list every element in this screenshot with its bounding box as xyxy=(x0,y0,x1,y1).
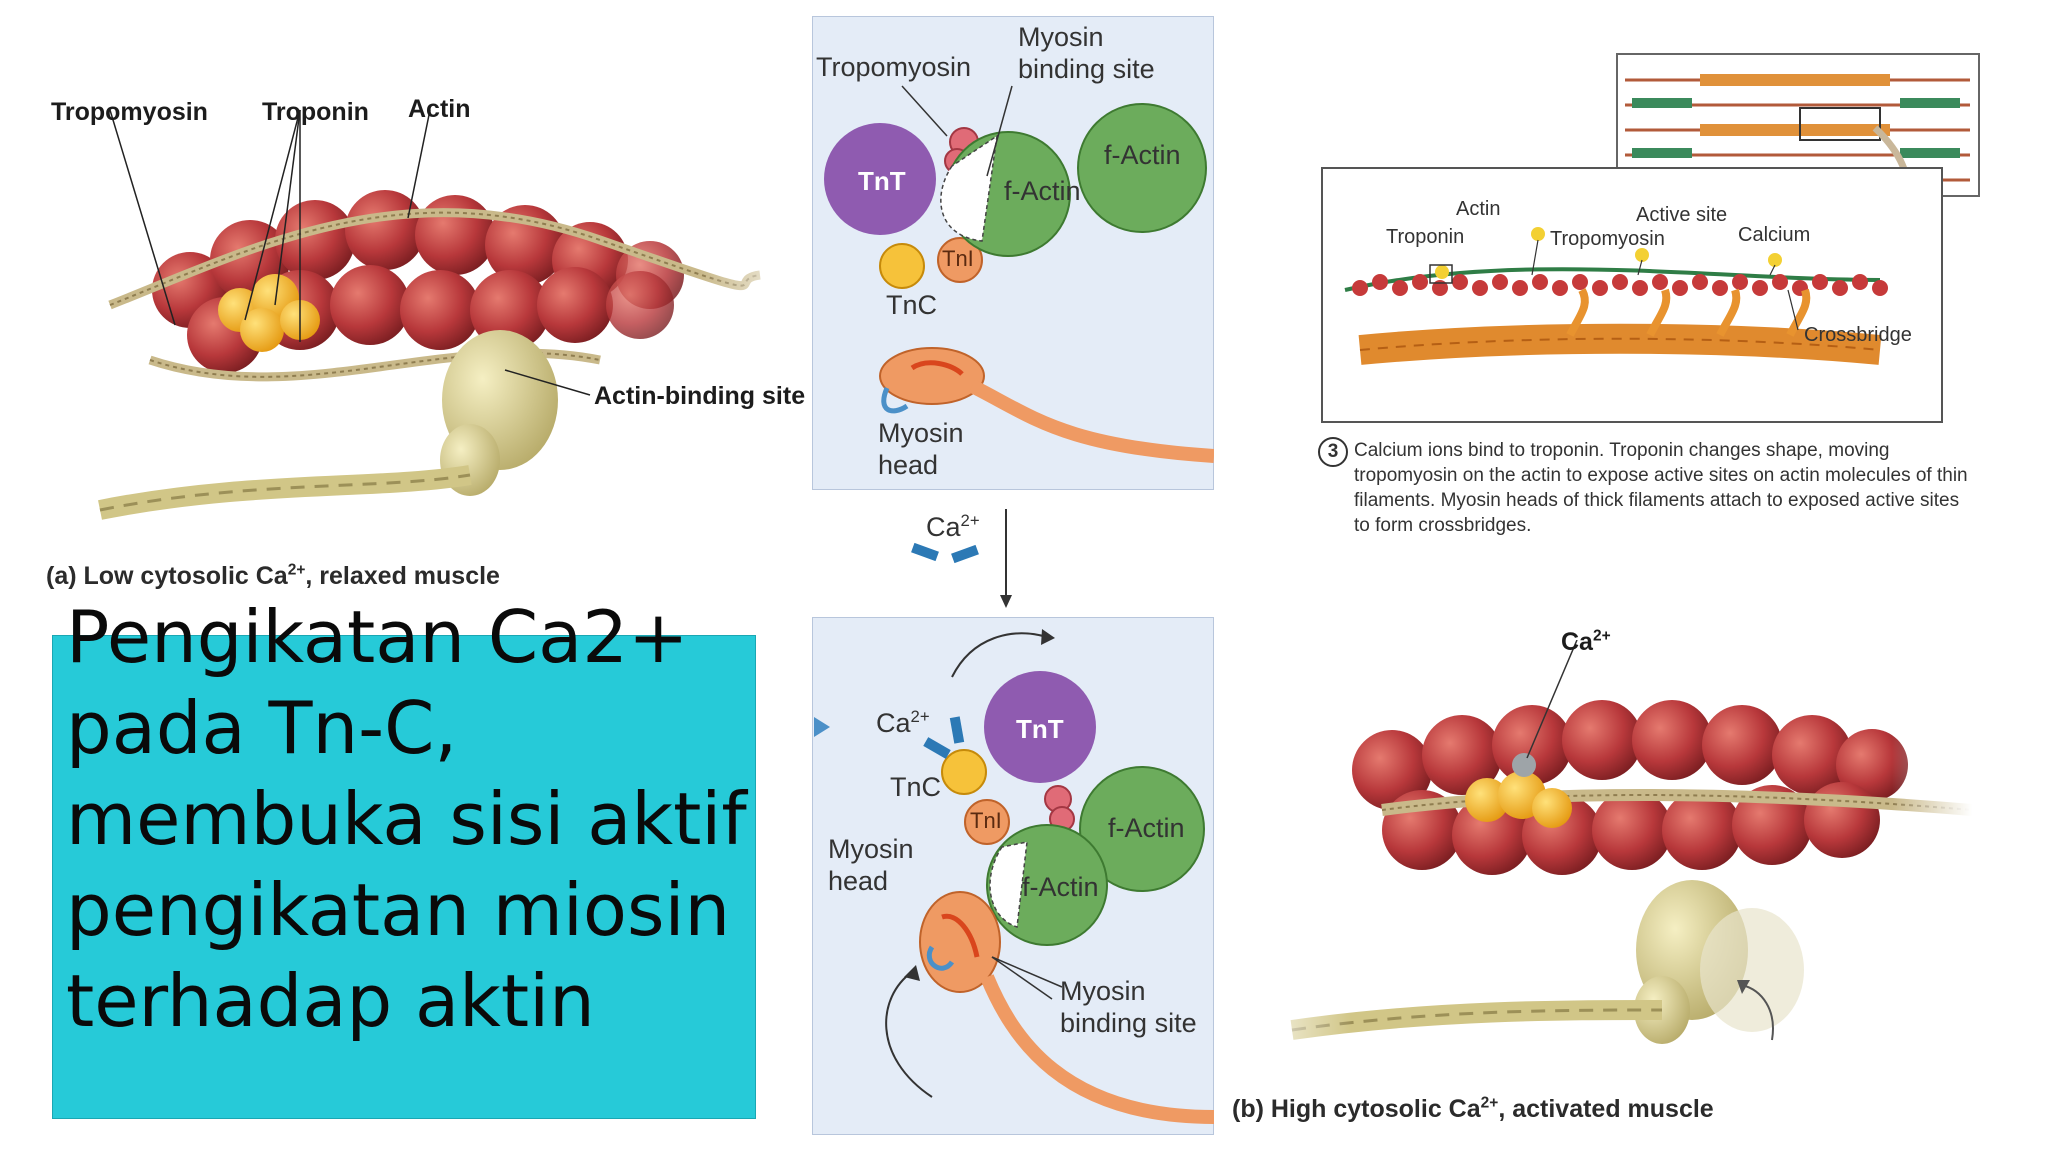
label-calcium-r: Calcium xyxy=(1738,224,1811,246)
thick-filament xyxy=(1358,288,1882,365)
panel-b-activated-muscle-diagram xyxy=(1232,640,1972,1090)
label-tnc-cb: TnC xyxy=(890,772,942,802)
label-myosin-binding-ct-2: binding site xyxy=(1018,54,1155,84)
calcium-ions xyxy=(1435,227,1782,279)
label-ca-b: Ca2+ xyxy=(1561,627,1611,656)
myosin-head xyxy=(919,891,1214,1124)
label-myosin-head-cb-1: Myosin xyxy=(828,834,914,864)
tnt-subunit xyxy=(984,671,1096,783)
right-top-diagram xyxy=(1321,53,1980,423)
label-myosin-binding-ct-1: Myosin xyxy=(1018,22,1104,52)
center-bottom-diagram xyxy=(812,617,1214,1135)
label-tnt-cb: TnT xyxy=(1016,714,1064,744)
label-tni-ct: TnI xyxy=(942,246,974,271)
label-myosin-head-ct-2: head xyxy=(878,450,939,480)
tnc-subunit xyxy=(941,749,987,795)
troponin-complex xyxy=(1465,753,1572,828)
label-tnc-ct: TnC xyxy=(886,290,938,320)
thin-filament xyxy=(1344,267,1888,296)
label-tropomyosin-r: Tropomyosin xyxy=(1550,228,1665,250)
label-f-actin-ct-1: f-Actin xyxy=(1004,176,1081,206)
label-ca-arrow: Ca2+ xyxy=(926,511,980,542)
label-tni-cb: TnI xyxy=(970,808,1002,833)
label-f-actin-ct-2: f-Actin xyxy=(1104,140,1181,170)
label-tropomyosin-a: Tropomyosin xyxy=(51,98,208,126)
calcium-binding-arrow xyxy=(911,509,1012,608)
actin-filament xyxy=(1352,700,1908,875)
caption-panel-b: (b) High cytosolic Ca2+, activated muscl… xyxy=(1232,1094,1714,1123)
label-tnt-ct: TnT xyxy=(858,166,906,196)
label-actin-r: Actin xyxy=(1456,198,1501,220)
label-actin-a: Actin xyxy=(408,95,471,123)
label-tropomyosin-ct: Tropomyosin xyxy=(816,52,972,82)
label-active-site-r: Active site xyxy=(1636,204,1728,226)
tnc-subunit xyxy=(879,243,925,289)
myosin-molecule xyxy=(98,330,558,520)
label-myosin-head-ct-1: Myosin xyxy=(878,418,964,448)
label-crossbridge-r: Crossbridge xyxy=(1804,324,1912,346)
label-troponin-a: Troponin xyxy=(262,98,369,126)
label-f-actin-cb-2: f-Actin xyxy=(1022,872,1099,902)
tnt-subunit xyxy=(824,123,936,235)
caption-right-top: Calcium ions bind to troponin. Troponin … xyxy=(1354,440,1968,536)
center-top-diagram xyxy=(812,16,1214,490)
label-f-actin-cb-1: f-Actin xyxy=(1108,813,1185,843)
panel-a-relaxed-muscle-diagram xyxy=(98,80,820,580)
label-actin-binding-site: Actin-binding site xyxy=(594,382,806,410)
label-myosin-binding-cb-2: binding site xyxy=(1060,1008,1197,1038)
f-actin-subunit xyxy=(1079,766,1205,892)
step-number-badge: 3 xyxy=(1318,437,1348,467)
label-ca-cb: Ca2+ xyxy=(876,707,930,738)
callout-text: Pengikatan Ca2+ pada Tn-C, membuka sisi … xyxy=(66,595,747,1043)
caption-panel-a: (a) Low cytosolic Ca2+, relaxed muscle xyxy=(46,561,500,590)
tni-subunit xyxy=(937,237,983,283)
label-myosin-binding-cb-1: Myosin xyxy=(1060,976,1146,1006)
f-actin-subunit xyxy=(1077,103,1207,233)
actin-filament xyxy=(152,190,684,373)
label-myosin-head-cb-2: head xyxy=(828,866,889,896)
myosin-head xyxy=(879,347,1214,463)
myosin-molecule xyxy=(1290,880,1804,1044)
label-troponin-r: Troponin xyxy=(1386,226,1465,248)
tni-subunit xyxy=(964,799,1010,845)
callout-box xyxy=(52,635,756,1119)
